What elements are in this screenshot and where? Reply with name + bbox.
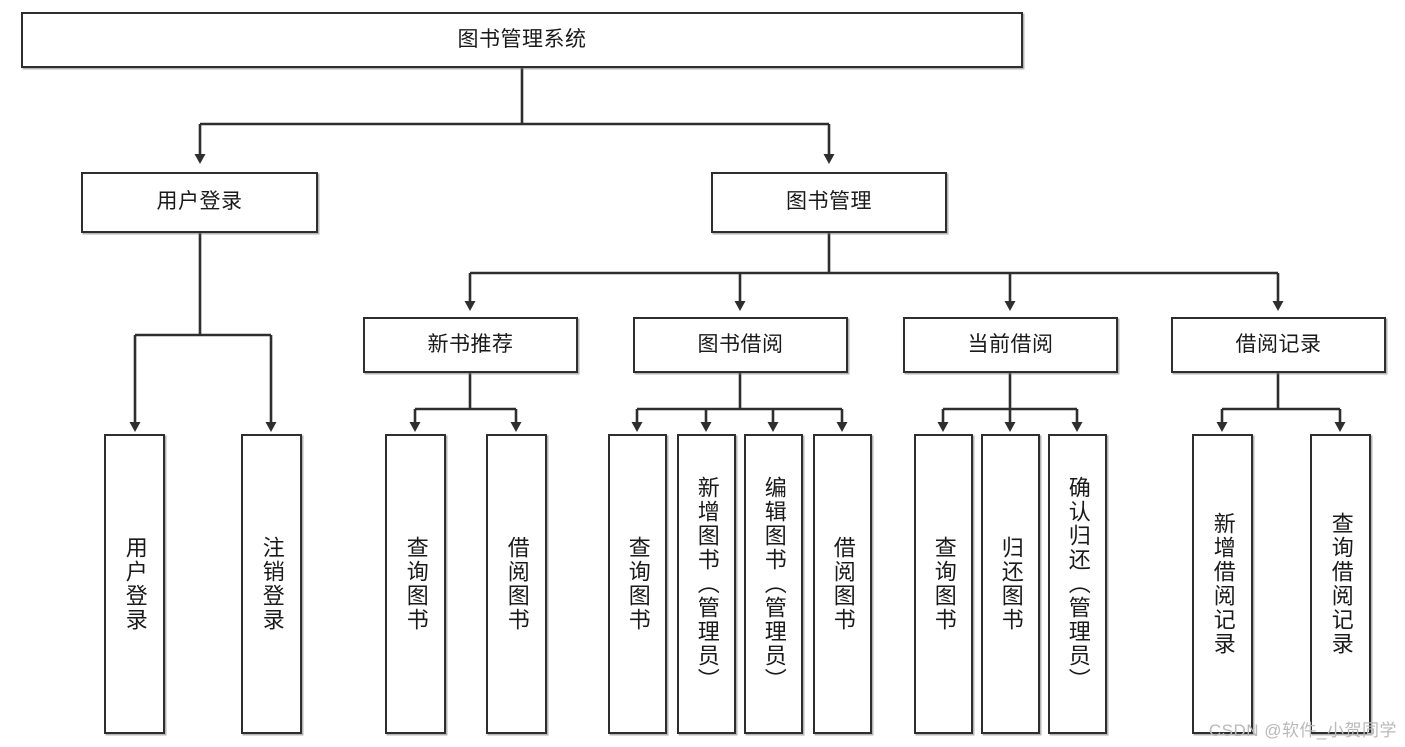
node-label: 借阅图书 [830, 536, 856, 632]
node-label: 当前借阅 [967, 332, 1054, 356]
node-current-borrow[interactable]: 当前借阅 [903, 317, 1118, 373]
node-label: 新书推荐 [427, 332, 514, 356]
leaf-book-borrow-lend[interactable]: 借阅图书 [813, 434, 872, 734]
node-label: 查询图书 [931, 536, 957, 632]
leaf-book-borrow-edit[interactable]: 编辑图书（管理员） [744, 434, 803, 734]
node-label: 用户登录 [122, 536, 148, 632]
node-label: 查询图书 [403, 536, 429, 632]
node-book-borrow[interactable]: 图书借阅 [633, 317, 848, 373]
node-user-login[interactable]: 用户登录 [81, 172, 318, 233]
node-label: 新增图书（管理员） [694, 476, 720, 692]
leaf-borrow-record-query[interactable]: 查询借阅记录 [1310, 434, 1371, 734]
node-label: 图书管理系统 [457, 27, 587, 51]
node-label: 借阅图书 [504, 536, 530, 632]
leaf-user-login-signin[interactable]: 用户登录 [104, 434, 165, 734]
leaf-book-borrow-query[interactable]: 查询图书 [608, 434, 667, 734]
node-label: 注销登录 [259, 536, 285, 632]
leaf-new-book-borrow[interactable]: 借阅图书 [486, 434, 547, 734]
node-label: 归还图书 [998, 536, 1024, 632]
node-label: 查询图书 [625, 536, 651, 632]
node-borrow-record[interactable]: 借阅记录 [1171, 317, 1386, 373]
leaf-book-borrow-add[interactable]: 新增图书（管理员） [677, 434, 736, 734]
leaf-borrow-record-add[interactable]: 新增借阅记录 [1192, 434, 1253, 734]
node-label: 编辑图书（管理员） [761, 476, 787, 692]
leaf-current-borrow-return[interactable]: 归还图书 [981, 434, 1040, 734]
node-label: 查询借阅记录 [1328, 512, 1354, 656]
node-new-book-recommend[interactable]: 新书推荐 [363, 317, 578, 373]
leaf-new-book-query[interactable]: 查询图书 [385, 434, 446, 734]
node-label: 用户登录 [156, 190, 243, 214]
node-label: 图书管理 [786, 190, 872, 214]
node-label: 确认归还（管理员） [1065, 476, 1091, 692]
node-label: 新增借阅记录 [1210, 512, 1236, 656]
leaf-current-borrow-confirm-return[interactable]: 确认归还（管理员） [1048, 434, 1107, 734]
leaf-current-borrow-query[interactable]: 查询图书 [914, 434, 973, 734]
node-book-management-system[interactable]: 图书管理系统 [21, 12, 1023, 68]
node-book-management[interactable]: 图书管理 [711, 172, 947, 233]
node-label: 图书借阅 [697, 332, 784, 356]
node-label: 借阅记录 [1235, 332, 1322, 356]
leaf-user-login-signout[interactable]: 注销登录 [241, 434, 302, 734]
